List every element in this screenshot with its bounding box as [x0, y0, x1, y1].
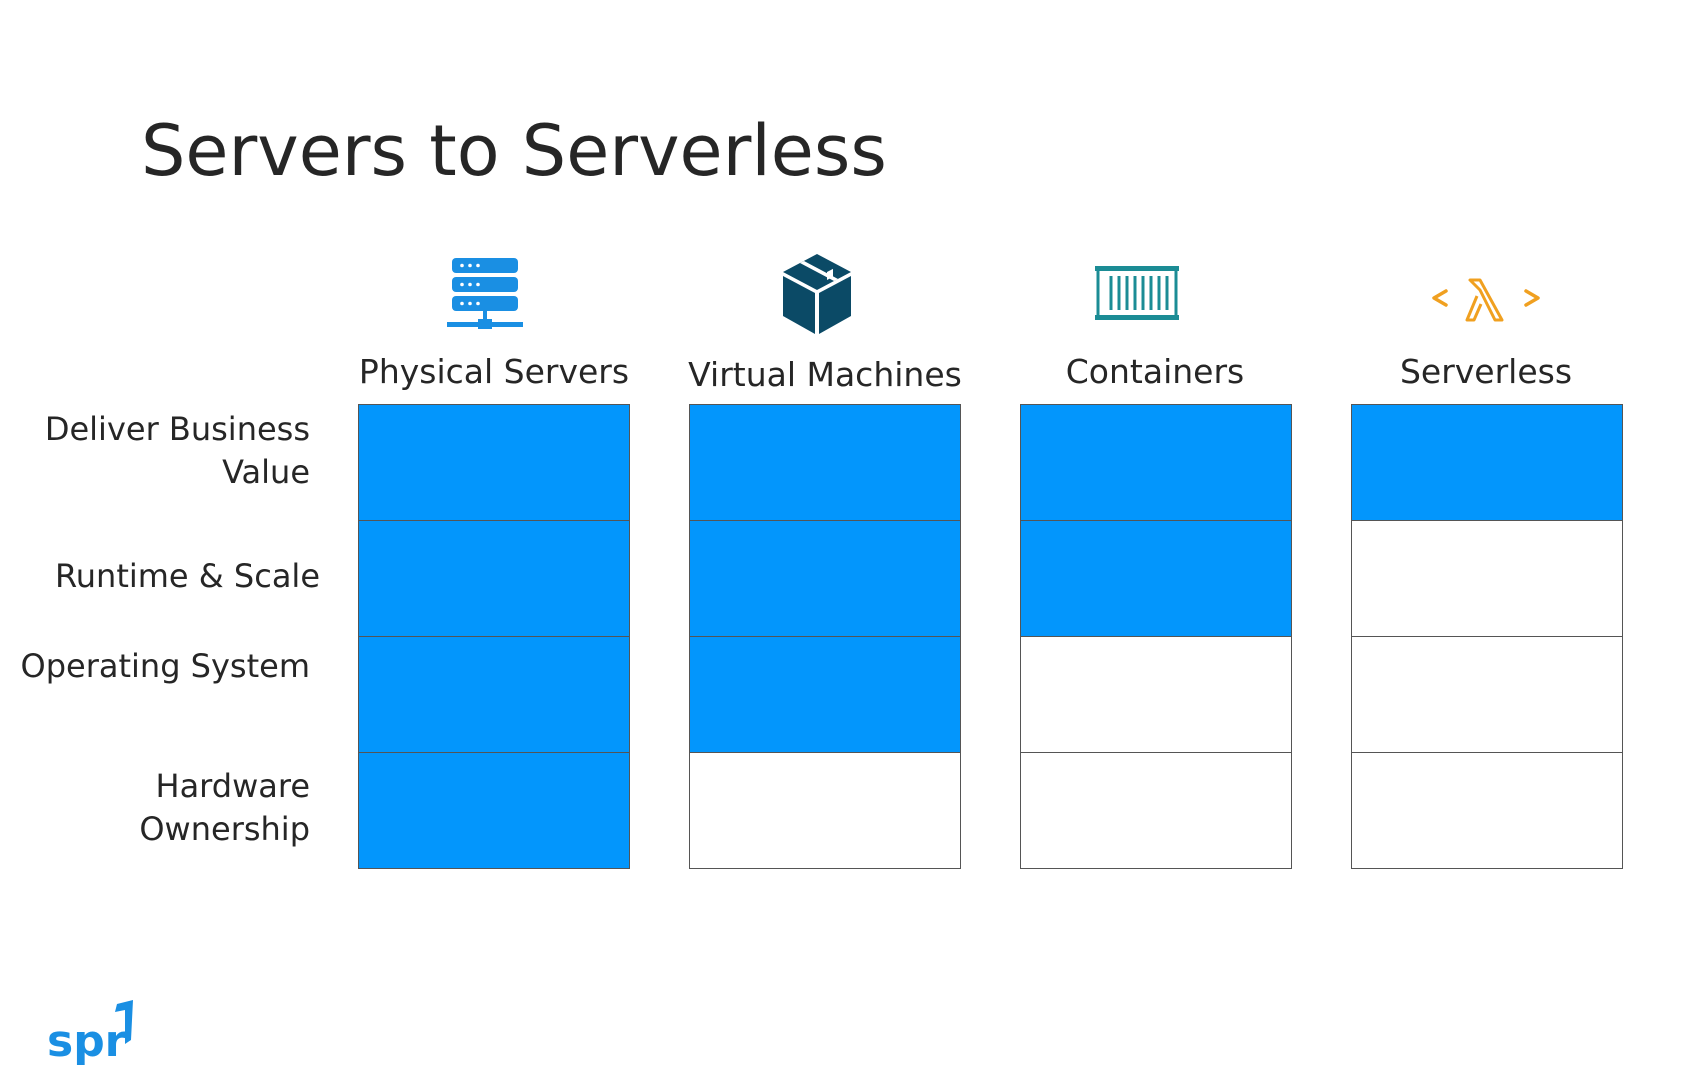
- cell-serverless-operating-system: [1351, 636, 1623, 753]
- column-header-physical-servers: Physical Servers: [358, 352, 630, 391]
- cell-serverless-hardware-ownership: [1351, 752, 1623, 869]
- logo-text: spr: [47, 1016, 127, 1067]
- cell-virtual-machines-hardware-ownership: [689, 752, 961, 869]
- cell-virtual-machines-operating-system: [689, 636, 961, 753]
- cell-physical-servers-hardware-ownership: [358, 752, 630, 869]
- page-title: Servers to Serverless: [141, 110, 887, 192]
- cell-containers-runtime-scale: [1020, 520, 1292, 637]
- cell-containers-hardware-ownership: [1020, 752, 1292, 869]
- cell-serverless-runtime-scale: [1351, 520, 1623, 637]
- column-header-serverless: Serverless: [1399, 352, 1573, 391]
- cell-containers-deliver-business-value: [1020, 404, 1292, 521]
- row-label-deliver-business-value: Deliver Business Value: [44, 410, 310, 491]
- column-header-containers: Containers: [1065, 352, 1245, 391]
- cell-physical-servers-runtime-scale: [358, 520, 630, 637]
- row-label-operating-system: Operating System: [20, 647, 310, 685]
- lambda-icon: [1430, 276, 1542, 330]
- shipping-container-icon: [1095, 262, 1179, 326]
- row-label-hardware-ownership: Hardware Ownership: [139, 767, 310, 848]
- cell-containers-operating-system: [1020, 636, 1292, 753]
- column-header-virtual-machines: Virtual Machines: [688, 355, 962, 394]
- cell-physical-servers-deliver-business-value: [358, 404, 630, 521]
- spr-logo: spr: [45, 998, 137, 1074]
- row-label-runtime-scale: Runtime & Scale: [54, 557, 320, 595]
- cell-virtual-machines-deliver-business-value: [689, 404, 961, 521]
- cell-virtual-machines-runtime-scale: [689, 520, 961, 637]
- box-icon: [780, 252, 854, 340]
- cell-serverless-deliver-business-value: [1351, 404, 1623, 521]
- cell-physical-servers-operating-system: [358, 636, 630, 753]
- server-rack-icon: [447, 256, 523, 336]
